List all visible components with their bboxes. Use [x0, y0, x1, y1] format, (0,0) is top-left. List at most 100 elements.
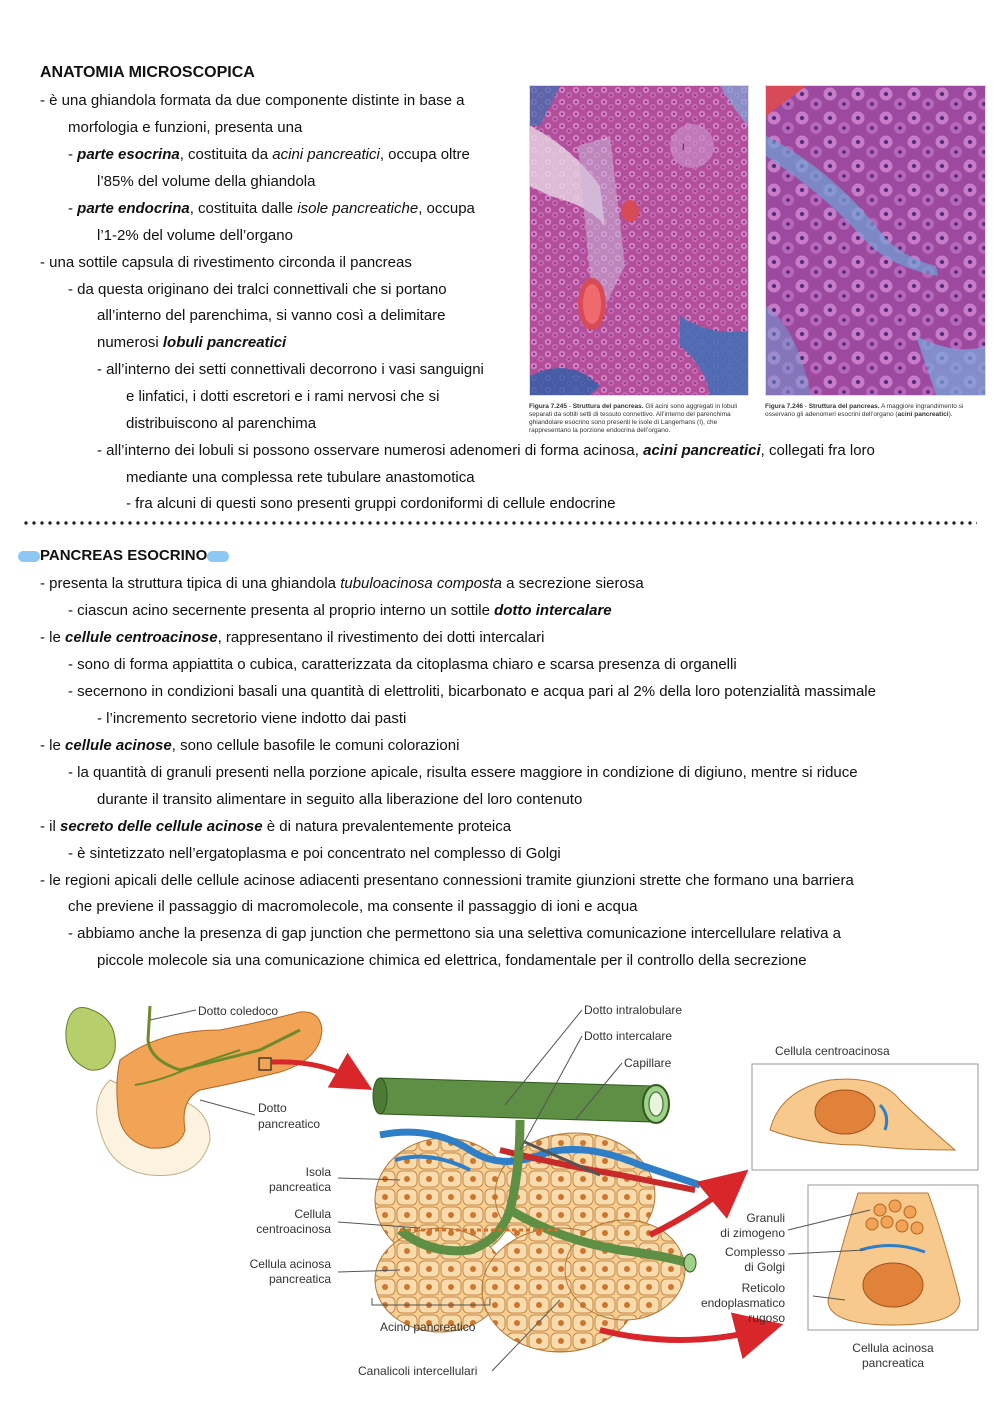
text-line: distribuiscono al parenchima [126, 415, 317, 432]
text-line: - secernono in condizioni basali una qua… [68, 683, 876, 700]
text-run: , costituita dalle [189, 200, 298, 217]
text-line: - ciascun acino secernente presenta al p… [68, 601, 612, 621]
caption-title: Struttura del pancreas. [572, 403, 644, 410]
text-line: - da questa originano dei tralci connett… [68, 281, 447, 298]
text-run: - le [40, 629, 66, 646]
label-isola: Isola [306, 1165, 332, 1179]
section-title-pancreas-esocrino: PANCREAS ESOCRINO [18, 546, 230, 566]
term-tubuloacinosa: tubuloacinosa composta [340, 575, 502, 592]
term-acini: acini pancreatici [272, 146, 380, 163]
leader-lines [149, 1009, 871, 1372]
text-run: - le [40, 737, 66, 754]
label-cellula-centroacinosa: centroacinosa [256, 1222, 331, 1236]
term-isole: isole pancreatiche [297, 200, 419, 217]
label-dotto-intralobulare: Dotto intralobulare [584, 1003, 682, 1017]
zoom-arrow [271, 1052, 373, 1090]
text-run: , sono cellule basofile le comuni colora… [171, 737, 460, 754]
text-run: - il [40, 818, 60, 835]
term-secreto: secreto delle cellule acinose [60, 818, 263, 835]
caption-text: Gli acini sono aggregati in lobuli separ… [529, 403, 738, 434]
text-line: - all’interno dei setti connettivali dec… [97, 361, 484, 378]
text-run: a secrezione sierosa [501, 575, 644, 592]
caption-text: ). [948, 411, 953, 418]
text-line: - il secreto delle cellule acinose è di … [40, 817, 511, 837]
term-acini-pancreatici: acini pancreatici [643, 442, 761, 459]
acinar-nucleus [862, 1262, 924, 1308]
text-line: l’1-2% del volume dell’organo [97, 227, 293, 244]
text-line: - è sintetizzato nell’ergatoplasma e poi… [68, 845, 561, 862]
label-capillare: Capillare [624, 1056, 672, 1070]
text-line: e linfatici, i dotti escretori e i rami … [126, 388, 440, 405]
pancreas-acinus-diagram: Dotto coledoco Dotto pancreatico Dotto i… [65, 1003, 979, 1378]
text-line: - all’interno dei lobuli si possono osse… [97, 441, 875, 461]
text-run: , occupa oltre [379, 146, 470, 163]
label-granuli: Granuli [746, 1211, 785, 1225]
label-isola: pancreatica [269, 1180, 331, 1194]
dotted-divider [22, 519, 977, 527]
text-line: - le cellule centroacinose, rappresentan… [40, 628, 544, 648]
figure-caption-2: Figura 7.246 - Struttura del pancreas. A… [765, 403, 964, 418]
label-golgi: di Golgi [744, 1260, 785, 1274]
text-run: - ciascun acino secernente presenta al p… [68, 602, 495, 619]
label-box-acinosa: pancreatica [862, 1356, 924, 1370]
label-cellula-acinosa: Cellula acinosa [250, 1257, 332, 1271]
whole-pancreas [65, 1005, 323, 1177]
inset-arrow [599, 1312, 784, 1360]
text-run: - [68, 146, 78, 163]
text-run: numerosi [97, 334, 163, 351]
figure-caption-1: Figura 7.245 - Struttura del pancreas. G… [529, 403, 738, 434]
term-parte-esocrina: parte esocrina [77, 146, 180, 163]
golgi-mark [878, 1103, 889, 1131]
text-run: , occupa [418, 200, 475, 217]
text-line: - parte endocrina, costituita dalle isol… [68, 199, 475, 219]
text-line: durante il transito alimentare in seguit… [97, 791, 583, 808]
text-run: - presenta la struttura tipica di una gh… [40, 575, 341, 592]
duct-opening [683, 1253, 697, 1273]
dotto-intercalare-branch [397, 1119, 525, 1256]
golgi-complex [859, 1243, 926, 1254]
label-cellula-centroacinosa: Cellula [294, 1207, 331, 1221]
text-line: - la quantità di granuli presenti nella … [68, 764, 858, 781]
label-box-acinosa: Cellula acinosa [852, 1341, 934, 1355]
vein-vessel [379, 1128, 702, 1189]
text-line: - abbiamo anche la presenza di gap junct… [68, 925, 841, 942]
caption-title: Struttura del pancreas. [808, 403, 880, 410]
label-golgi: Complesso [725, 1245, 785, 1259]
caption-text: A maggiore ingrandimento si osservano gl… [765, 403, 964, 418]
text-run: - all’interno dei lobuli si possono osse… [97, 442, 644, 459]
pill-decoration-icon [207, 550, 230, 562]
text-line: - fra alcuni di questi sono presenti gru… [126, 495, 616, 512]
text-line: mediante una complessa rete tubulare ana… [126, 469, 475, 486]
text-line: - le cellule acinose, sono cellule basof… [40, 736, 459, 756]
term-cellule-acinose: cellule acinose [65, 737, 172, 754]
inset-arrow [648, 1169, 749, 1238]
pill-decoration-icon [18, 550, 40, 562]
label-cellula-acinosa: pancreatica [269, 1272, 331, 1286]
centroacinar-nucleus [814, 1089, 876, 1135]
text-run: , costituita da [179, 146, 273, 163]
islet-marker: I [682, 142, 685, 152]
label-granuli: di zimogeno [720, 1226, 785, 1240]
text-line: - una sottile capsula di rivestimento ci… [40, 254, 412, 271]
text-run: è di natura prevalentemente proteica [262, 818, 512, 835]
term-dotto-intercalare: dotto intercalare [494, 602, 612, 619]
micrograph-pancreas-lobules: I [529, 85, 749, 396]
dotto-intralobulare-tube [372, 1077, 670, 1124]
text-line: numerosi lobuli pancreatici [97, 333, 286, 353]
label-box-centroacinosa: Cellula centroacinosa [775, 1044, 890, 1058]
text-line: - le regioni apicali delle cellule acino… [40, 872, 854, 889]
label-dotto-pancreatico: pancreatico [258, 1117, 320, 1131]
caption-bold: acini pancreatici [897, 411, 949, 418]
zymogen-granules [865, 1199, 924, 1235]
section-title-anatomia: ANATOMIA MICROSCOPICA [40, 64, 255, 81]
label-acino-pancreatico: Acino pancreatico [380, 1320, 476, 1334]
caption-label: Figura 7.246 [765, 403, 803, 410]
text-line: l’85% del volume della ghiandola [97, 173, 316, 190]
label-dotto-coledoco: Dotto coledoco [198, 1004, 278, 1018]
label-reticolo: Reticolo [742, 1281, 786, 1295]
text-line: - parte esocrina, costituita da acini pa… [68, 145, 470, 165]
vein-branch [394, 1154, 471, 1172]
text-run: , rappresentano il rivestimento dei dott… [217, 629, 545, 646]
text-line: - presenta la struttura tipica di una gh… [40, 574, 644, 594]
label-reticolo: rugoso [748, 1311, 785, 1325]
